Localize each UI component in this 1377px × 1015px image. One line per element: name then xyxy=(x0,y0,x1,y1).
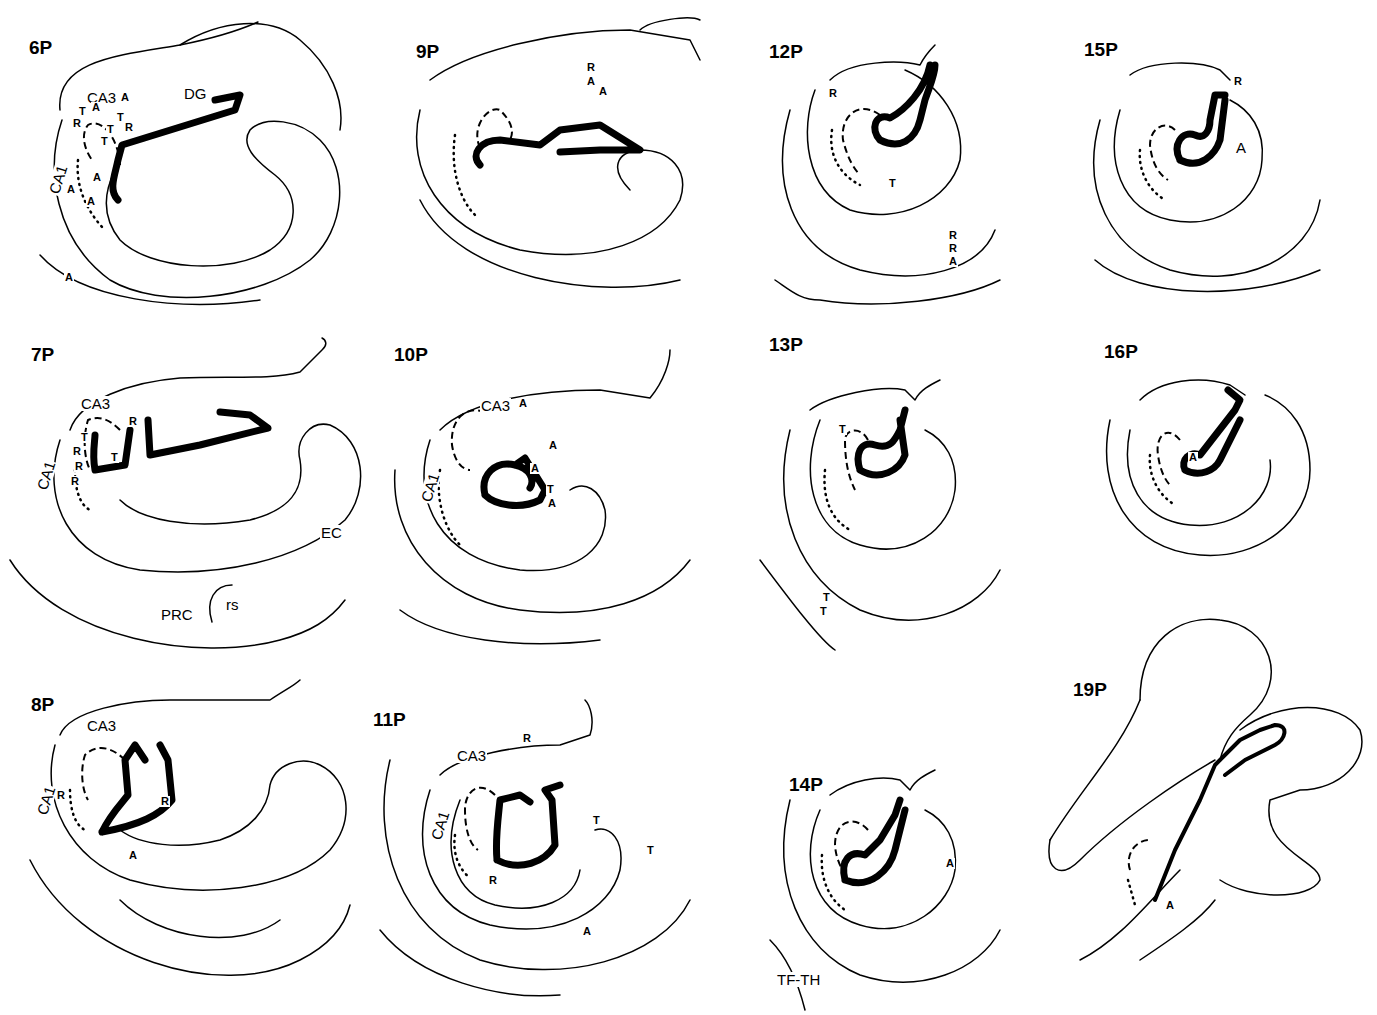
marker-letter: R xyxy=(128,416,138,427)
marker-letter: A xyxy=(86,196,96,207)
marker-letter: T xyxy=(838,424,847,435)
marker-letter: R xyxy=(586,62,596,73)
marker-letter: R xyxy=(948,230,958,241)
marker-letter: R xyxy=(488,875,498,886)
region-label: CA3 xyxy=(86,718,117,733)
region-label: rs xyxy=(225,597,240,612)
marker-letter: T xyxy=(80,432,89,443)
panel-number: 15P xyxy=(1083,40,1119,59)
marker-letter: A xyxy=(548,440,558,451)
region-label: A xyxy=(1235,140,1247,155)
marker-letter: A xyxy=(586,76,596,87)
marker-letter: R xyxy=(72,118,82,129)
panel-number: 11P xyxy=(372,710,407,729)
panel-number: 6P xyxy=(28,38,53,57)
marker-letter: A xyxy=(945,858,955,869)
marker-letter: A xyxy=(582,926,592,937)
marker-letter: A xyxy=(598,86,608,97)
panel-number: 8P xyxy=(30,695,55,714)
marker-letter: T xyxy=(819,606,828,617)
marker-letter: T xyxy=(100,136,109,147)
marker-letter: R xyxy=(828,88,838,99)
marker-letter: A xyxy=(120,92,130,103)
region-label: CA1 xyxy=(428,808,452,842)
marker-letter: A xyxy=(518,398,528,409)
marker-letter: T xyxy=(106,124,115,135)
marker-letter: R xyxy=(124,122,134,133)
marker-letter: A xyxy=(948,256,958,267)
region-label: TF-TH xyxy=(776,972,821,987)
marker-letter: T xyxy=(546,484,555,495)
panel-number: 12P xyxy=(768,42,804,61)
marker-letter: R xyxy=(72,446,82,457)
marker-letter: R xyxy=(1233,76,1243,87)
marker-letter: A xyxy=(91,102,101,113)
region-label: PRC xyxy=(160,607,194,622)
marker-letter: R xyxy=(70,476,80,487)
marker-letter: R xyxy=(948,243,958,254)
region-label: DG xyxy=(183,86,208,101)
region-label: CA3 xyxy=(80,396,111,411)
marker-letter: A xyxy=(92,172,102,183)
marker-letter: T xyxy=(78,106,87,117)
panel-number: 19P xyxy=(1072,680,1108,699)
marker-letter: R xyxy=(74,461,84,472)
region-label: CA3 xyxy=(456,748,487,763)
marker-letter: T xyxy=(646,845,655,856)
panel-number: 9P xyxy=(415,42,440,61)
marker-letter: A xyxy=(64,272,74,283)
region-label: CA1 xyxy=(418,470,442,504)
marker-letter: A xyxy=(1188,452,1198,463)
marker-letter: R xyxy=(522,733,532,744)
marker-letter: A xyxy=(530,463,540,474)
marker-letter: T xyxy=(888,178,897,189)
region-label: EC xyxy=(320,525,343,540)
marker-letter: A xyxy=(128,850,138,861)
marker-letter: T xyxy=(592,815,601,826)
panel-number: 16P xyxy=(1103,342,1139,361)
region-label: CA3 xyxy=(480,398,511,413)
marker-letter: T xyxy=(822,592,831,603)
marker-letter: T xyxy=(110,452,119,463)
marker-letter: R xyxy=(160,796,170,807)
panel-number: 14P xyxy=(788,775,824,794)
panel-number: 10P xyxy=(393,345,429,364)
panel-number: 13P xyxy=(768,335,804,354)
marker-letter: A xyxy=(1165,900,1175,911)
marker-letter: R xyxy=(56,790,66,801)
panel-number: 7P xyxy=(30,345,55,364)
marker-letter: A xyxy=(547,498,557,509)
region-label: CA1 xyxy=(34,783,58,817)
marker-letter: A xyxy=(66,184,76,195)
